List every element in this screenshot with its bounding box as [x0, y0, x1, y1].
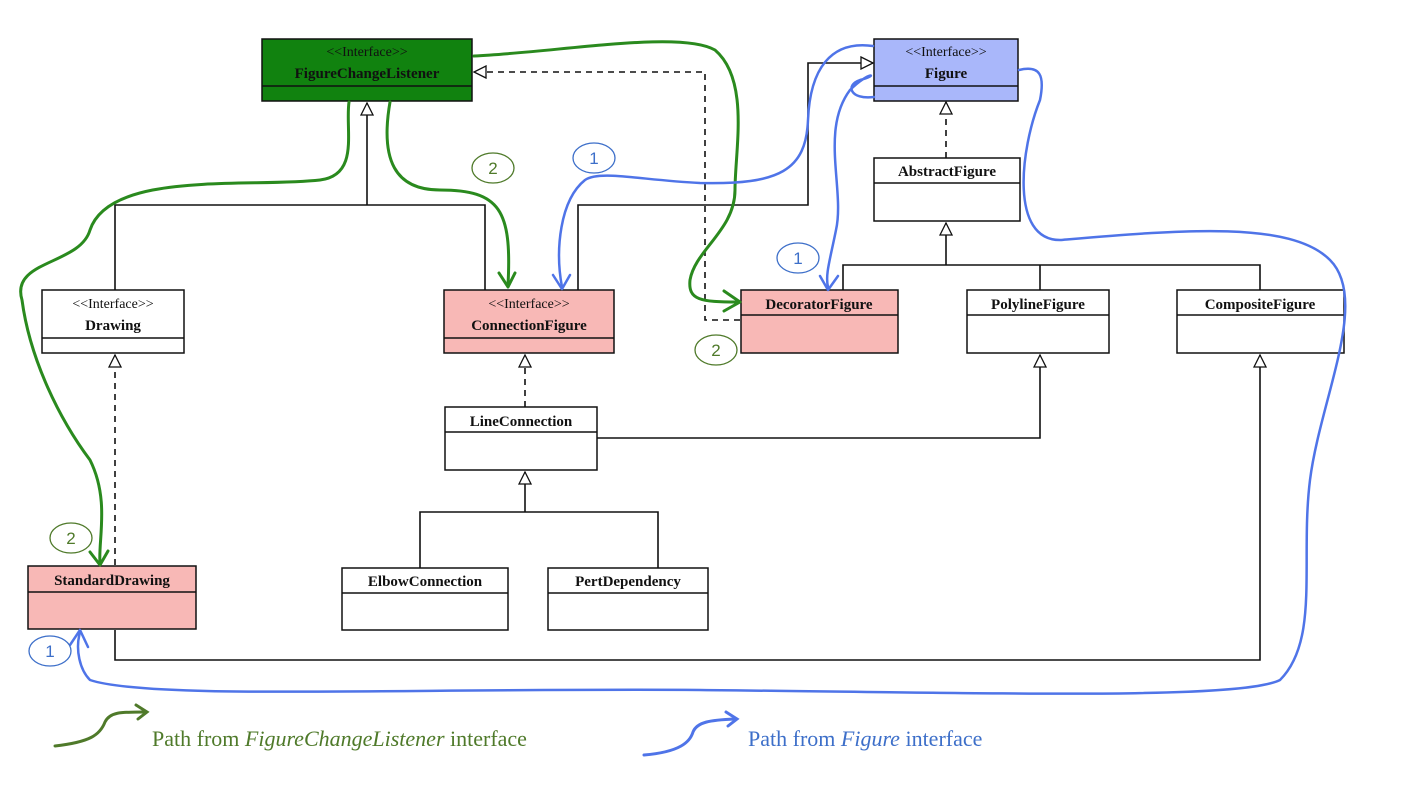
class-standard-drawing[interactable]: StandardDrawing [27, 565, 197, 630]
green-arrowhead-connection [497, 271, 517, 289]
decorator-extends-abstract [842, 264, 946, 290]
class-name: ConnectionFigure [471, 318, 587, 334]
legend-blue-label: Path from Figure interface [748, 726, 982, 752]
green-path-to-decorator-figure [472, 40, 740, 304]
green-path-to-connection-figure [385, 100, 511, 287]
class-decorator-figure[interactable]: DecoratorFigure [740, 289, 899, 354]
badge-number: 2 [66, 529, 75, 548]
legend-prefix: Path from [152, 726, 245, 751]
badge-green-connection: 2 [471, 152, 515, 184]
lineconnection-extends-polyline [597, 355, 1040, 439]
badge-number: 2 [711, 341, 720, 360]
blue-path-to-standard-drawing [76, 67, 1347, 695]
blue-arrowhead-standard [68, 628, 90, 649]
class-name: DecoratorFigure [765, 297, 873, 313]
class-drawing[interactable]: <<Interface>> Drawing [41, 289, 185, 354]
class-name: AbstractFigure [898, 164, 996, 180]
blue-path-to-decorator-figure [825, 74, 876, 289]
drawing-extends-listener [114, 204, 367, 290]
legend-prefix: Path from [748, 726, 841, 751]
relationship-lines [114, 63, 1261, 661]
badge-blue-connection: 1 [572, 142, 616, 174]
class-elbow-connection[interactable]: ElbowConnection [341, 567, 509, 631]
blue-arrowhead-decorator [818, 274, 840, 292]
pert-extends-lineconnection [525, 511, 659, 568]
legend-green-label: Path from FigureChangeListener interface [152, 726, 527, 752]
stereotype-label: <<Interface>> [72, 297, 153, 312]
green-paths [19, 40, 742, 567]
legend-green-arrow-icon [53, 703, 150, 748]
badge-green-decorator: 2 [694, 334, 738, 366]
class-name: ElbowConnection [368, 574, 483, 590]
blue-paths [68, 43, 1347, 695]
badge-number: 1 [589, 149, 598, 168]
blue-arrowhead-connection [551, 273, 572, 291]
green-path-to-standard-drawing [19, 100, 351, 565]
class-composite-figure[interactable]: CompositeFigure [1176, 289, 1345, 354]
class-pert-dependency[interactable]: PertDependency [547, 567, 709, 631]
class-name: Drawing [85, 318, 141, 334]
class-abstract-figure[interactable]: AbstractFigure [873, 157, 1021, 222]
stereotype-label: <<Interface>> [326, 45, 407, 60]
badge-blue-standard: 1 [28, 635, 72, 667]
class-figure-change-listener[interactable]: <<Interface>> FigureChangeListener [261, 38, 473, 102]
legend-emphasis: Figure [840, 726, 900, 751]
legend-blue-arrow-icon [642, 710, 740, 757]
stereotype-label: <<Interface>> [488, 297, 569, 312]
class-figure[interactable]: <<Interface>> Figure [873, 38, 1019, 102]
green-arrowhead-decorator [722, 289, 742, 313]
standarddrawing-extends-composite [114, 355, 1260, 661]
class-name: CompositeFigure [1205, 297, 1316, 313]
class-name: FigureChangeListener [295, 66, 440, 82]
badge-green-standard: 2 [49, 522, 93, 554]
badge-number: 2 [488, 159, 497, 178]
class-line-connection[interactable]: LineConnection [444, 406, 598, 471]
connectionfigure-extends-listener [367, 204, 486, 290]
legend-suffix: interface [444, 726, 527, 751]
green-arrowhead-standard [88, 549, 110, 567]
connectionfigure-extends-figure [577, 63, 873, 290]
elbow-extends-lineconnection [419, 511, 525, 568]
blue-path-to-connection-figure [557, 43, 875, 289]
decorator-implements-listener [474, 72, 740, 321]
composite-extends-abstract [946, 264, 1261, 290]
badge-number: 1 [793, 249, 802, 268]
class-name: PolylineFigure [991, 297, 1085, 313]
class-connection-figure[interactable]: <<Interface>> ConnectionFigure [443, 289, 615, 354]
class-name: PertDependency [575, 574, 681, 590]
badge-number: 1 [45, 642, 54, 661]
badge-blue-decorator: 1 [776, 242, 820, 274]
class-polyline-figure[interactable]: PolylineFigure [966, 289, 1110, 354]
class-name: StandardDrawing [54, 573, 170, 589]
class-name: Figure [925, 66, 968, 82]
legend-suffix: interface [899, 726, 983, 751]
stereotype-label: <<Interface>> [905, 45, 986, 60]
class-name: LineConnection [470, 414, 573, 430]
legend-emphasis: FigureChangeListener [244, 726, 445, 751]
